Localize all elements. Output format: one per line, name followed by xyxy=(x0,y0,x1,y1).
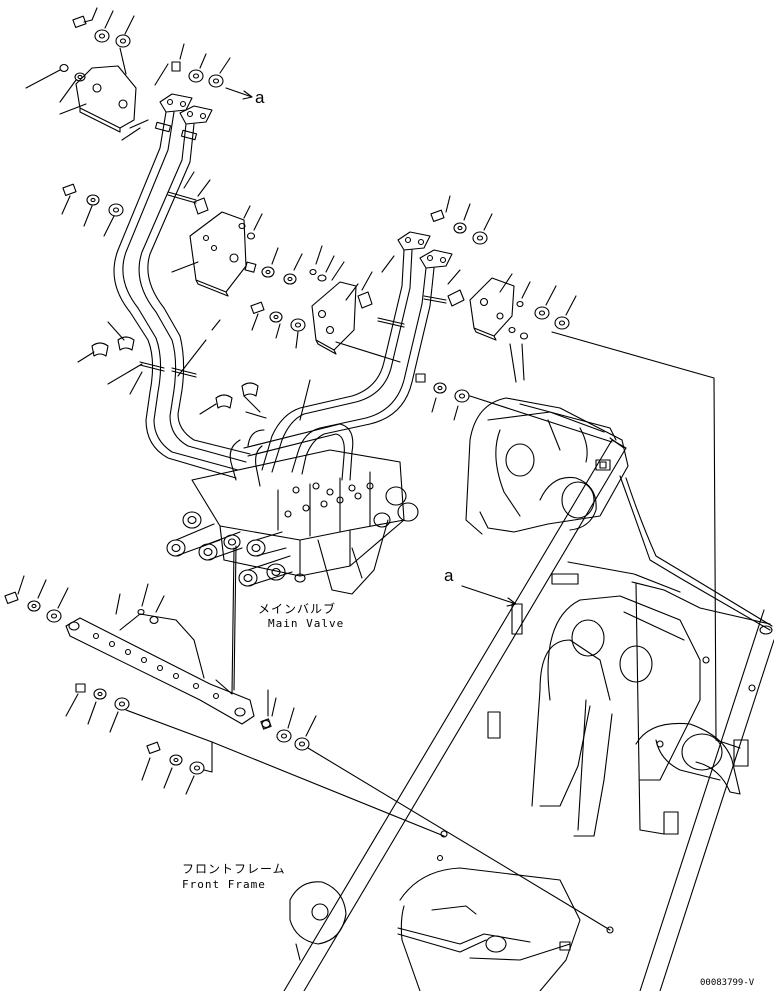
center-lower-fasteners xyxy=(233,545,611,931)
reference-mark-a-frame: a xyxy=(444,566,454,585)
reference-mark-a-top: a xyxy=(255,88,265,107)
clip-parts-left xyxy=(77,321,267,419)
right-flanges xyxy=(397,231,453,269)
lower-left-fasteners xyxy=(4,575,445,837)
main-valve-label-jp: メインバルブ xyxy=(258,602,337,616)
left-nut-washer xyxy=(25,63,86,103)
reference-callouts xyxy=(461,585,517,607)
mid-left-bracket xyxy=(61,171,263,297)
top-bolt-stack xyxy=(72,7,135,75)
right-top-fasteners xyxy=(430,195,577,383)
left-hydraulic-pipes xyxy=(113,111,251,479)
top-flanges xyxy=(159,93,213,125)
front-frame-label-jp: フロントフレーム xyxy=(182,862,286,876)
front-frame-label-en: Front Frame xyxy=(182,878,266,891)
top-fittings xyxy=(121,43,253,141)
drawing-code: 00083799-V xyxy=(700,978,755,988)
lower-link-bar xyxy=(65,547,255,725)
front-frame xyxy=(283,331,774,991)
upper-bracket-plate xyxy=(59,65,137,133)
main-valve-label-en: Main Valve xyxy=(268,617,345,630)
main-valve xyxy=(166,379,419,595)
mid-fasteners xyxy=(211,245,335,349)
right-hydraulic-pipes xyxy=(261,249,447,475)
right-middle-bracket xyxy=(311,255,401,363)
pipe-clamp-fasteners xyxy=(415,373,470,421)
